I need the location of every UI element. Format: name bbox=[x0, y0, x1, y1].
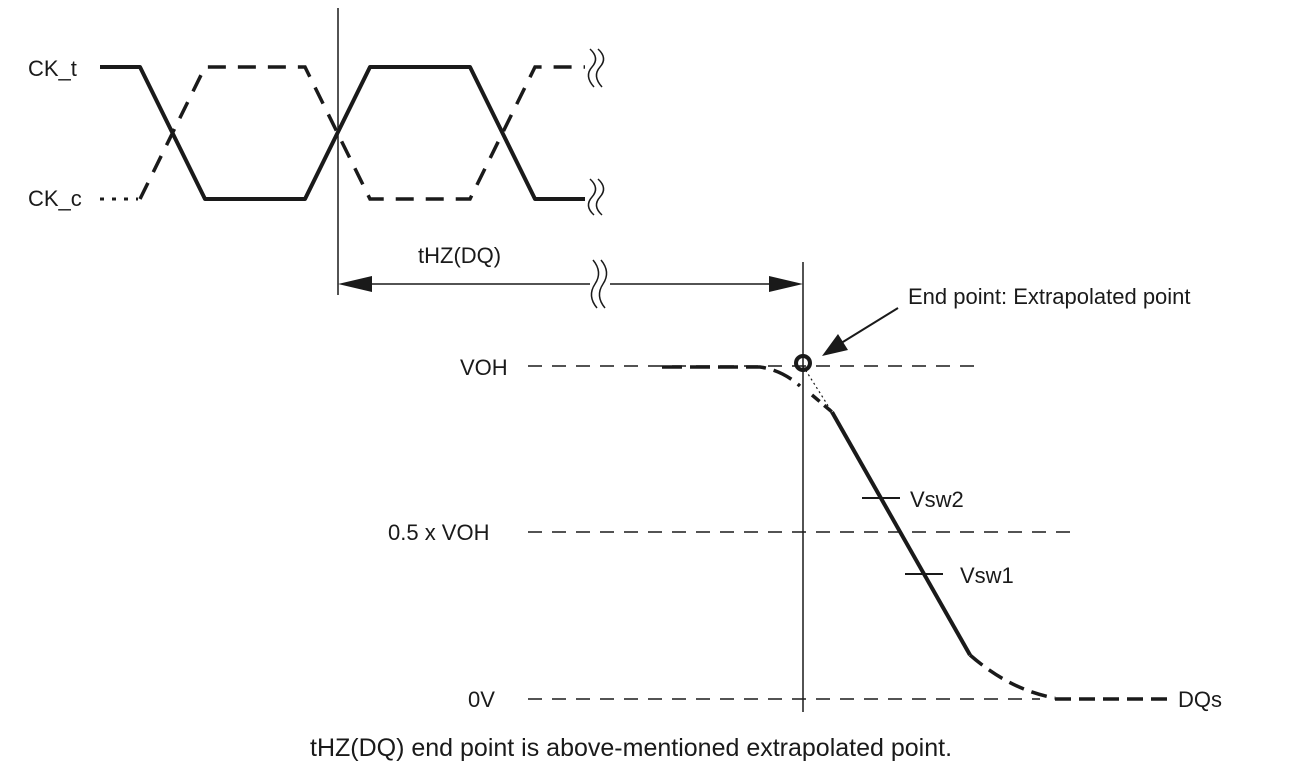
thz-label: tHZ(DQ) bbox=[418, 243, 501, 268]
end-point-pointer-head bbox=[822, 334, 848, 356]
zero-volt-label: 0V bbox=[468, 687, 495, 712]
dq-knee-upper bbox=[810, 393, 834, 414]
end-point-circle bbox=[794, 354, 812, 372]
ck-c-break-mark bbox=[587, 178, 605, 216]
dq-knee-lower bbox=[968, 653, 1056, 700]
dqs-label: DQs bbox=[1178, 687, 1222, 712]
ck-t-break-mark bbox=[587, 48, 605, 88]
vsw1-label: Vsw1 bbox=[960, 563, 1014, 588]
thz-arrow-head-left bbox=[338, 276, 372, 292]
thz-arrow-head-right bbox=[769, 276, 803, 292]
dq-falling-edge bbox=[830, 411, 972, 656]
ck-c-waveform bbox=[138, 65, 585, 201]
end-point-pointer-line bbox=[837, 307, 899, 346]
thz-break-mark bbox=[590, 259, 608, 309]
extrapolation-line bbox=[802, 365, 833, 413]
ck-c-label: CK_c bbox=[28, 186, 82, 211]
end-point-annotation: End point: Extrapolated point bbox=[908, 284, 1191, 309]
vsw2-label: Vsw2 bbox=[910, 487, 964, 512]
voh-label: VOH bbox=[460, 355, 508, 380]
dq-high-segment bbox=[662, 365, 802, 388]
diagram-caption: tHZ(DQ) end point is above-mentioned ext… bbox=[310, 734, 952, 762]
ck-t-label: CK_t bbox=[28, 56, 77, 81]
half-voh-label: 0.5 x VOH bbox=[388, 520, 489, 545]
